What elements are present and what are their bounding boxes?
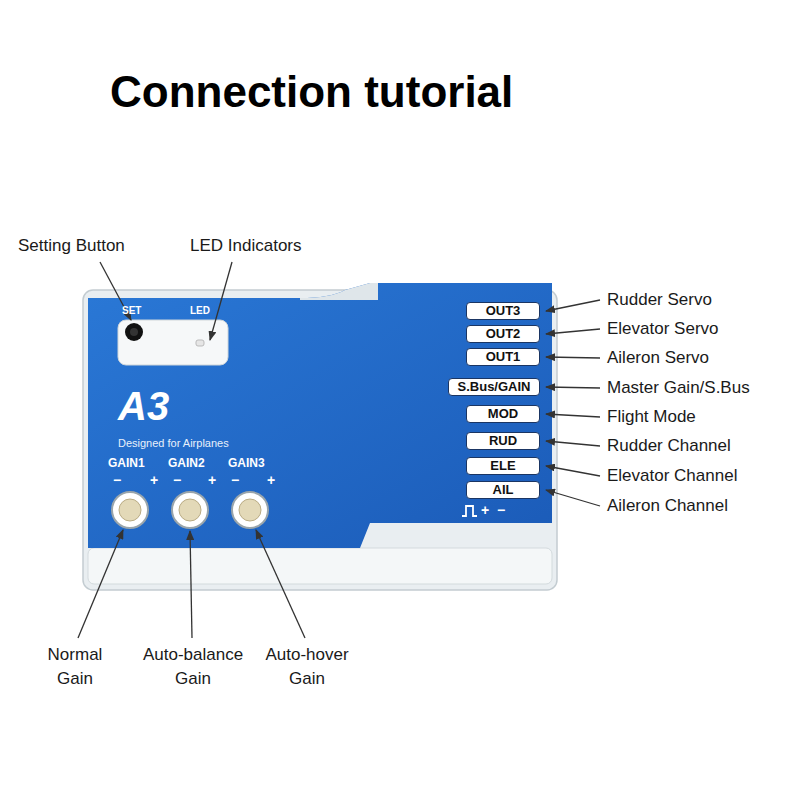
setting-button bbox=[125, 323, 143, 341]
callout-label: Auto-balance Gain bbox=[131, 643, 256, 691]
gain-pot-screw bbox=[179, 499, 201, 521]
port-name: AIL bbox=[473, 482, 533, 498]
port-name: ELE bbox=[473, 458, 533, 474]
leader-line bbox=[546, 329, 600, 334]
callout-label: Normal Gain bbox=[35, 643, 115, 691]
led-window bbox=[118, 320, 228, 365]
port-name: OUT3 bbox=[473, 303, 533, 319]
port-name: OUT2 bbox=[473, 326, 533, 342]
port-name: RUD bbox=[473, 433, 533, 449]
polarity-mark: + bbox=[208, 472, 216, 489]
gain-pot bbox=[172, 492, 208, 528]
callout-label: Elevator Servo bbox=[607, 319, 719, 339]
callout-label: Master Gain/S.Bus bbox=[607, 378, 750, 398]
callout-label: Auto-hover Gain bbox=[253, 643, 361, 691]
gain-pot-screw bbox=[239, 499, 261, 521]
housing-base bbox=[88, 548, 552, 584]
port-box: OUT1 bbox=[466, 348, 540, 366]
model-subtitle: Designed for Airplanes bbox=[118, 437, 229, 450]
label-fold bbox=[300, 283, 378, 300]
polarity-mark: + bbox=[267, 472, 275, 489]
leader-line bbox=[546, 414, 600, 417]
led-mark: LED bbox=[190, 305, 210, 317]
pin-mark: + bbox=[481, 502, 489, 519]
polarity-mark: − bbox=[173, 472, 181, 489]
port-name: S.Bus/GAIN bbox=[455, 379, 533, 395]
callout-label: Rudder Servo bbox=[607, 290, 712, 310]
leader-line bbox=[210, 262, 232, 340]
polarity-mark: + bbox=[150, 472, 158, 489]
polarity-mark: − bbox=[231, 472, 239, 489]
gain-name: GAIN2 bbox=[168, 456, 205, 470]
callout-label: Aileron Servo bbox=[607, 348, 709, 368]
leader-line bbox=[546, 466, 600, 476]
model-name: A3 bbox=[118, 382, 169, 430]
leader-line bbox=[546, 357, 600, 358]
polarity-mark: − bbox=[113, 472, 121, 489]
gain-pot-screw bbox=[119, 499, 141, 521]
callout-label: Aileron Channel bbox=[607, 496, 728, 516]
port-box: S.Bus/GAIN bbox=[448, 378, 540, 396]
callout-label: Flight Mode bbox=[607, 407, 696, 427]
gain-pot bbox=[232, 492, 268, 528]
pin-mark: − bbox=[497, 502, 505, 519]
controller-body: A3Designed for Airplanes OUT3OUT2OUT1S.Bu… bbox=[85, 283, 557, 588]
callout-label: Rudder Channel bbox=[607, 436, 731, 456]
port-box: MOD bbox=[466, 405, 540, 423]
port-name: MOD bbox=[473, 406, 533, 422]
callout-label: Elevator Channel bbox=[607, 466, 737, 486]
leader-line bbox=[546, 300, 600, 311]
gain-name: GAIN1 bbox=[108, 456, 145, 470]
button-mark: SET bbox=[122, 305, 141, 317]
leader-line bbox=[256, 530, 305, 638]
callout-label: LED Indicators bbox=[190, 236, 302, 256]
callout-label: Setting Button bbox=[18, 236, 125, 256]
leader-line bbox=[546, 387, 600, 388]
port-box: RUD bbox=[466, 432, 540, 450]
button-top bbox=[130, 328, 138, 336]
signal-symbol bbox=[462, 506, 477, 516]
leader-line bbox=[78, 530, 123, 638]
blue-label bbox=[88, 283, 552, 548]
led bbox=[196, 340, 204, 346]
port-box: AIL bbox=[466, 481, 540, 499]
gain-pot bbox=[112, 492, 148, 528]
leader-line bbox=[546, 441, 600, 446]
port-name: OUT1 bbox=[473, 349, 533, 365]
leader-line bbox=[190, 531, 192, 638]
gain-name: GAIN3 bbox=[228, 456, 265, 470]
port-box: OUT2 bbox=[466, 325, 540, 343]
title: Connection tutorial bbox=[110, 66, 513, 119]
leader-line bbox=[546, 490, 600, 506]
port-box: ELE bbox=[466, 457, 540, 475]
port-box: OUT3 bbox=[466, 302, 540, 320]
